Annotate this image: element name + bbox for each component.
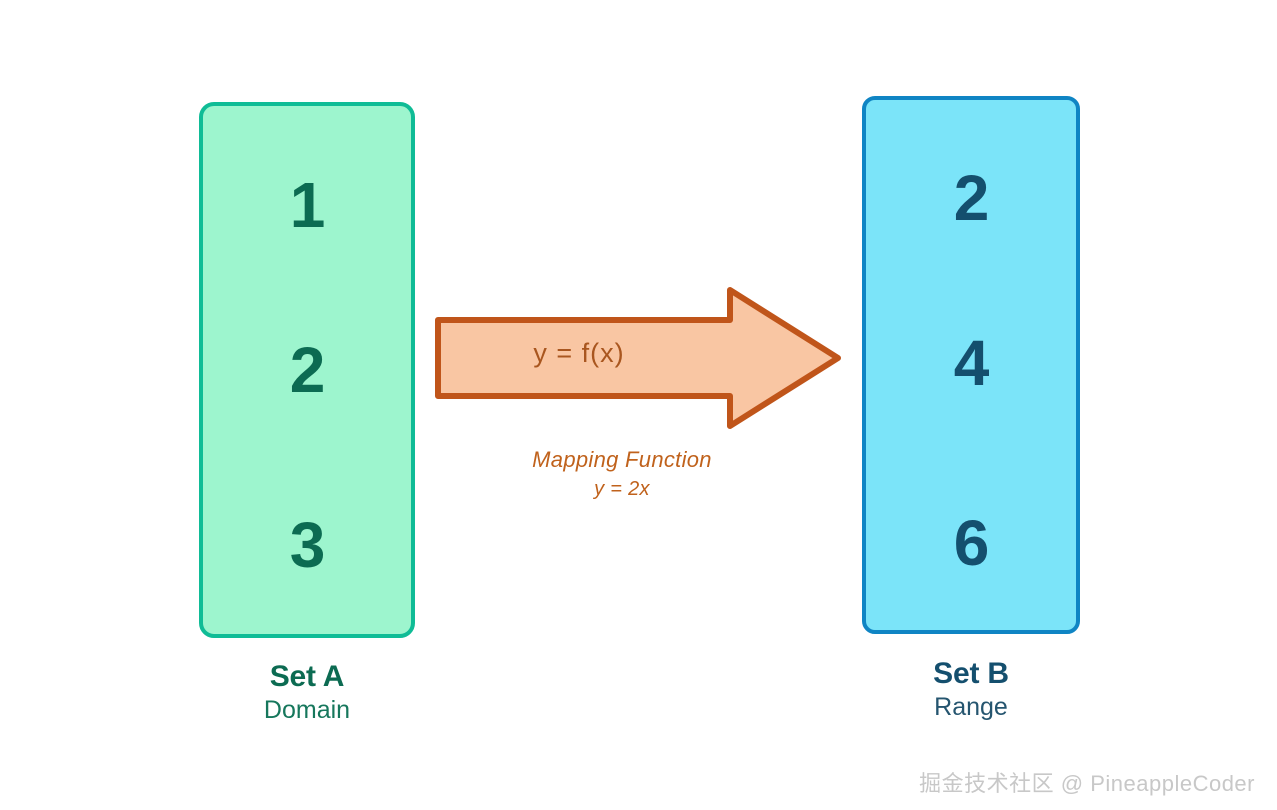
set-a-element-2: 2 xyxy=(289,334,326,406)
mapping-function-formula: y = 2x xyxy=(594,477,650,500)
set-b-element-1: 2 xyxy=(953,162,990,234)
set-b-caption: Set B Range xyxy=(841,657,1101,723)
arrow-shape-icon xyxy=(435,287,841,429)
set-a-caption: Set A Domain xyxy=(177,660,437,726)
arrow-label: y = f(x) xyxy=(533,338,625,368)
watermark: 掘金技术社区 @ PineappleCoder xyxy=(919,771,1255,796)
set-b-box: 2 4 6 xyxy=(862,96,1080,634)
set-a-title: Set A xyxy=(269,660,345,693)
set-a-box: 1 2 3 xyxy=(199,102,415,638)
set-b-element-2: 4 xyxy=(953,327,990,399)
set-b-subtitle: Range xyxy=(934,692,1008,721)
mapping-arrow: y = f(x) xyxy=(424,278,852,438)
set-a-element-3: 3 xyxy=(289,509,326,581)
set-a-subtitle: Domain xyxy=(263,695,351,724)
set-b-element-3: 6 xyxy=(953,507,990,579)
set-a-element-1: 1 xyxy=(289,169,326,241)
mapping-function-caption: Mapping Function y = 2x xyxy=(462,445,782,503)
set-b-title: Set B xyxy=(933,657,1009,690)
mapping-function-title: Mapping Function xyxy=(532,447,712,472)
